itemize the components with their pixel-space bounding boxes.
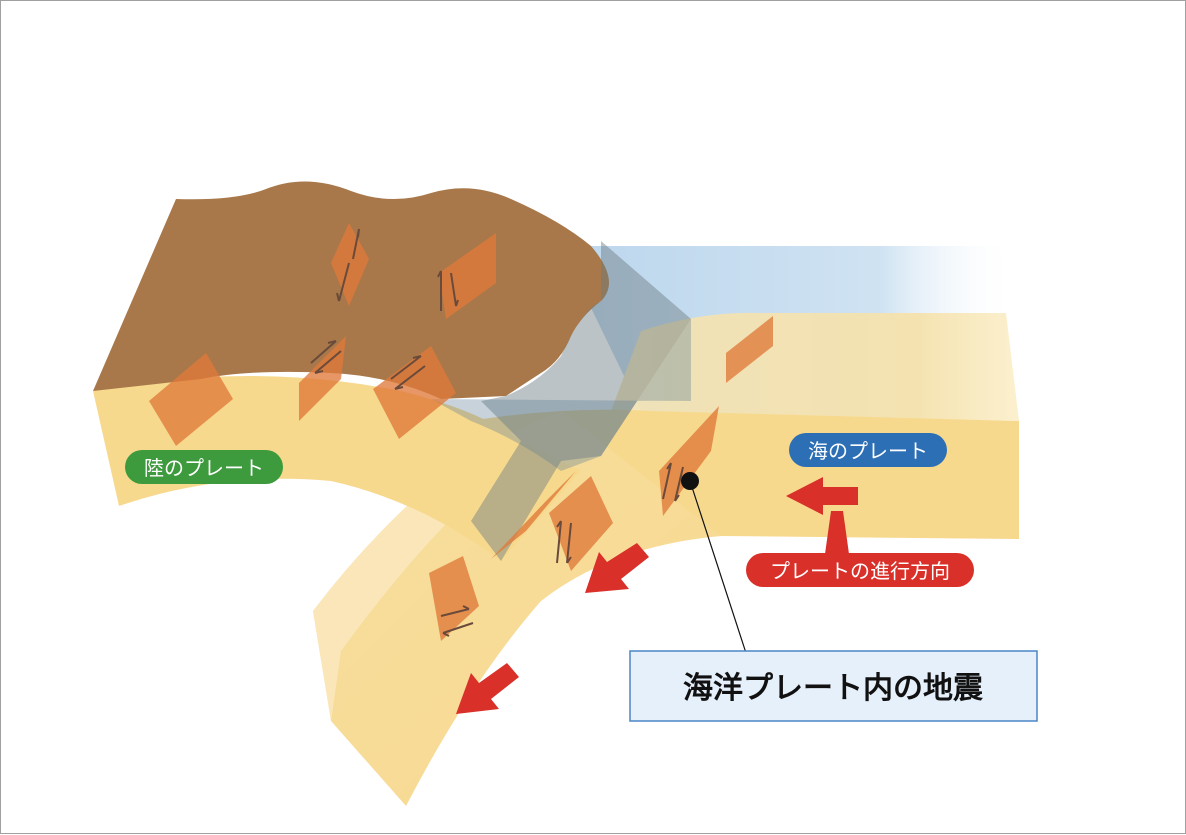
fault-plane [549, 476, 613, 571]
motion-arrow-icon [786, 477, 858, 515]
plate-motion-label: プレートの進行方向 [746, 553, 974, 587]
slip-arrow-icon [437, 270, 459, 311]
fault-plane [491, 471, 576, 559]
hypocenter-marker [681, 472, 699, 490]
trench-wedge [471, 241, 691, 561]
motion-label-pointer [825, 511, 849, 554]
oceanic-plate-label: 海のプレート [789, 433, 947, 467]
hypocenter-leader-line [689, 480, 747, 654]
oceanic-plate-top [611, 312, 1019, 421]
slip-arrow-icon [556, 520, 572, 564]
fault-plane [331, 223, 369, 306]
title-box: 海洋プレート内の地震 [629, 650, 1038, 722]
fault-plane [439, 233, 496, 319]
fault-plane [373, 346, 456, 439]
fault-planes [149, 223, 773, 641]
motion-arrow-icon [456, 663, 519, 714]
slip-arrow-icon [440, 605, 474, 637]
continental-plate-label: 陸のプレート [125, 450, 283, 484]
fault-plane [149, 353, 233, 446]
fault-plane [726, 316, 773, 383]
fault-plane [429, 556, 479, 641]
slip-arrow-icon [390, 355, 426, 390]
continental-plate-label-text: 陸のプレート [144, 456, 264, 480]
diagram-title: 海洋プレート内の地震 [683, 671, 984, 706]
plate-motion-arrows [456, 477, 858, 714]
oceanic-plate-label-text: 海のプレート [808, 439, 928, 463]
fault-slip-arrows [310, 228, 684, 637]
slip-arrow-icon [310, 340, 342, 374]
fault-plane [659, 406, 719, 516]
slip-arrow-icon [662, 462, 684, 502]
slab-boundary-shade [431, 319, 691, 471]
motion-arrow-icon [585, 543, 649, 593]
plate-motion-label-text: プレートの進行方向 [770, 559, 950, 583]
continental-plate-body [93, 376, 581, 561]
slip-arrow-icon [336, 228, 360, 302]
